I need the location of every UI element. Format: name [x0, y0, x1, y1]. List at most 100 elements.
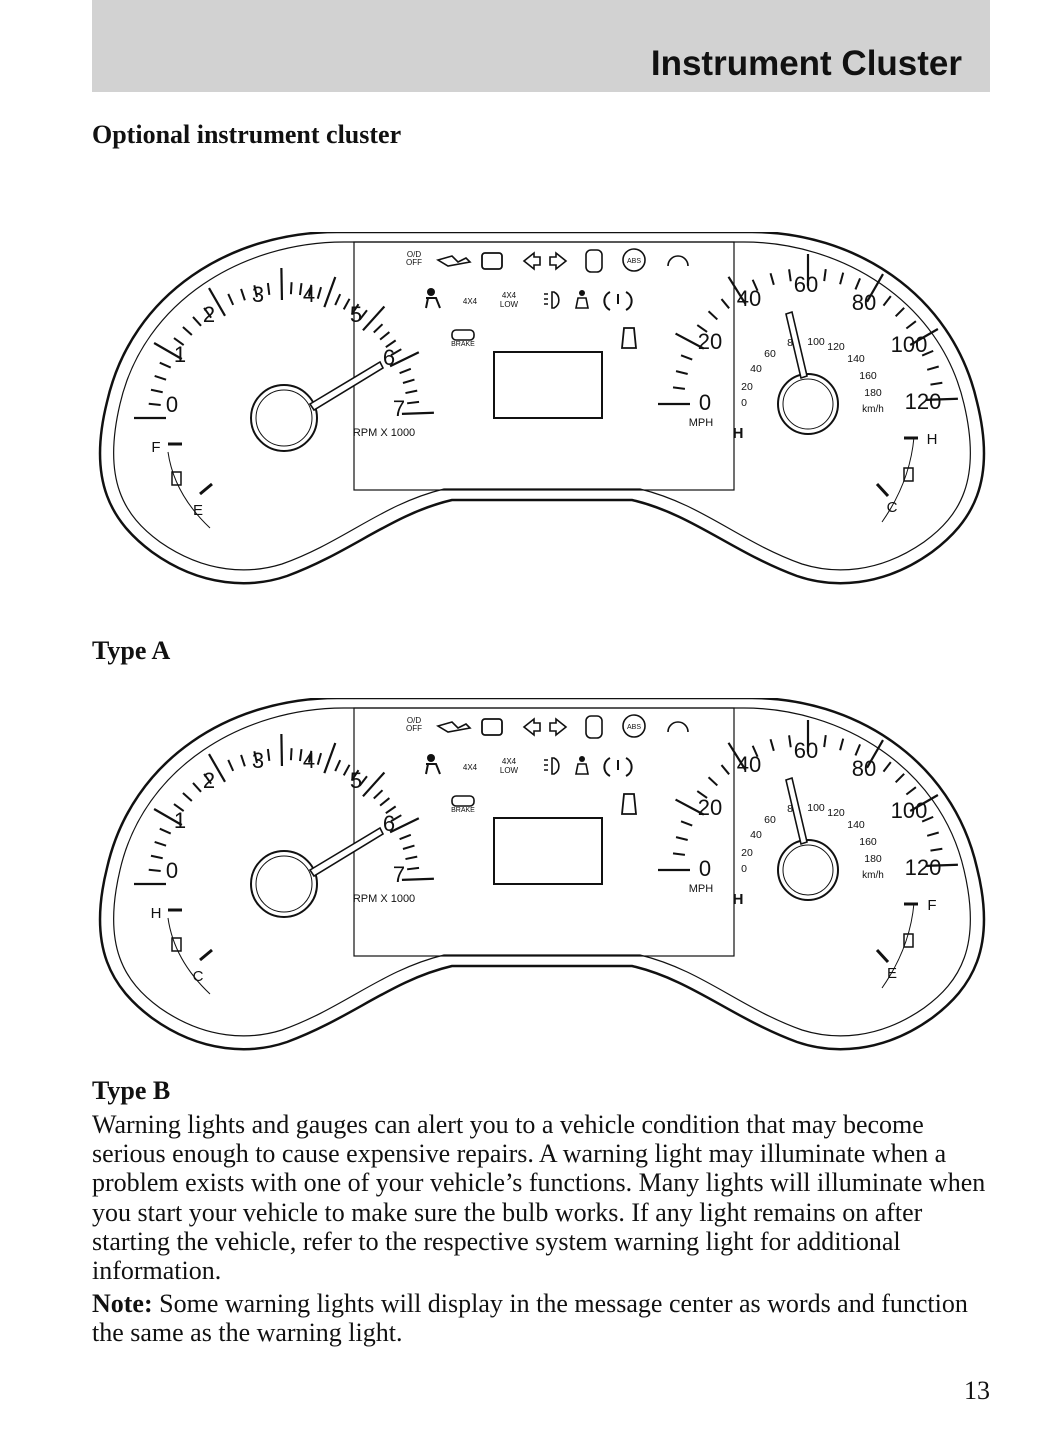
- speedo-minor-tick: [720, 298, 730, 309]
- speedo-mph-label: 120: [905, 855, 942, 880]
- speedo-sub-h-label: H: [733, 891, 744, 908]
- speedo-minor-tick: [675, 370, 688, 375]
- od-off-label-1: O/D: [407, 716, 421, 725]
- tach-hub-inner: [255, 389, 313, 447]
- speedo-major-tick: [675, 332, 705, 350]
- oil-pressure-icon: [436, 721, 472, 733]
- speedo-major-tick: [866, 273, 884, 303]
- turn-right-icon: [549, 717, 568, 737]
- tach-minor-tick: [266, 282, 271, 295]
- traction-control-icon: [621, 793, 637, 815]
- tach-minor-tick: [182, 326, 193, 336]
- right-subgauge-top-label: H: [927, 431, 938, 448]
- speedo-kmh-label: 120: [827, 807, 845, 819]
- airbag-icon-body: [425, 297, 441, 309]
- speedo-minor-tick: [882, 295, 892, 307]
- tach-minor-tick: [159, 361, 172, 369]
- abs-label: ABS: [627, 724, 641, 731]
- left-subgauge-top-label: H: [151, 905, 162, 922]
- tach-major-tick: [389, 817, 420, 834]
- tach-minor-tick: [148, 402, 161, 407]
- tach-minor-tick: [289, 748, 293, 761]
- speedo-kmh-label: 100: [807, 336, 825, 348]
- tach-minor-tick: [173, 803, 185, 812]
- tach-minor-tick: [385, 339, 397, 349]
- speed-control-icon: [667, 721, 689, 733]
- tach-minor-tick: [192, 782, 202, 793]
- speedo-needle: [785, 310, 808, 380]
- speedo-hub: [777, 839, 839, 901]
- header-title: Instrument Cluster: [650, 44, 962, 83]
- tach-tick-label: 1: [174, 808, 186, 833]
- four-by-four-low-label-2: LOW: [500, 300, 519, 309]
- tach-tick-label: 3: [252, 748, 264, 773]
- turn-left-icon: [522, 251, 541, 271]
- speedo-mph-label: 20: [698, 329, 722, 354]
- tach-major-tick: [208, 753, 226, 783]
- tach-minor-tick: [385, 805, 397, 815]
- tach-minor-tick: [407, 400, 420, 405]
- speedo-mph-label: 60: [794, 738, 818, 763]
- speedo-major-tick: [727, 276, 747, 305]
- brake-icon: [451, 329, 475, 341]
- tach-minor-tick: [307, 284, 313, 297]
- tach-tick-label: 2: [203, 302, 215, 327]
- tach-major-tick: [280, 268, 284, 301]
- speedo-minor-tick: [926, 365, 940, 371]
- tach-minor-tick: [298, 749, 303, 762]
- oil-pressure-icon: [436, 255, 472, 267]
- security-lock-icon: [585, 249, 603, 273]
- tach-minor-tick: [405, 855, 418, 861]
- tach-minor-tick: [334, 293, 342, 306]
- tach-minor-tick: [266, 748, 271, 761]
- speedo-kmh-label: 60: [764, 348, 776, 360]
- tach-tick-label: 3: [252, 282, 264, 307]
- tach-major-tick: [280, 734, 284, 767]
- tach-minor-tick: [253, 285, 258, 298]
- speedo-kmh-label: 140: [847, 353, 865, 365]
- turn-left-icon: [522, 717, 541, 737]
- abs-icon: [622, 714, 646, 738]
- right-subgauge-bottom-mark: [875, 948, 890, 964]
- speedo-minor-tick: [930, 381, 943, 386]
- tach-major-tick: [401, 411, 434, 415]
- tach-major-tick: [153, 342, 183, 360]
- left-subgauge-bottom-mark: [199, 948, 213, 962]
- left-subgauge-bottom-mark: [199, 482, 213, 496]
- security-lock-icon: [585, 715, 603, 739]
- speedo-kmh-unit: km/h: [862, 870, 884, 881]
- speedo-needle: [785, 776, 808, 846]
- tach-tick-label: 2: [203, 768, 215, 793]
- tach-minor-tick: [203, 773, 212, 785]
- speedo-minor-tick: [680, 354, 693, 361]
- right-subgauge-bottom-label: E: [887, 965, 897, 982]
- tach-minor-tick: [390, 348, 402, 357]
- tach-tick-label: 6: [383, 811, 395, 836]
- speedo-kmh-label: 120: [827, 341, 845, 353]
- tach-major-tick: [208, 287, 226, 317]
- speedo-hub-inner: [782, 844, 834, 896]
- speedo-minor-tick: [696, 324, 708, 333]
- speedo-mph-unit: MPH: [689, 417, 714, 429]
- check-engine-icon: [481, 718, 503, 736]
- speedo-kmh-label: 60: [764, 814, 776, 826]
- speedo-kmh-label: 0: [741, 863, 747, 875]
- speedo-kmh-label: 100: [807, 802, 825, 814]
- speedo-minor-tick: [926, 831, 940, 837]
- tach-minor-tick: [373, 789, 384, 800]
- left-subgauge-arc: [167, 917, 211, 995]
- message-center-display: [493, 351, 603, 419]
- left-subgauge-top-label: F: [151, 439, 160, 456]
- check-engine-icon: [481, 252, 503, 270]
- speedo-kmh-label: 160: [859, 370, 877, 382]
- speedo-minor-tick: [675, 836, 688, 841]
- type-b-label: Type B: [92, 1076, 171, 1105]
- speedo-mph-label: 0: [699, 856, 711, 881]
- speedo-kmh-unit: km/h: [862, 404, 884, 415]
- right-subgauge-bottom-label: C: [887, 499, 898, 516]
- tach-minor-tick: [298, 283, 303, 296]
- speedo-mph-label: 0: [699, 390, 711, 415]
- speedo-minor-tick: [839, 738, 845, 751]
